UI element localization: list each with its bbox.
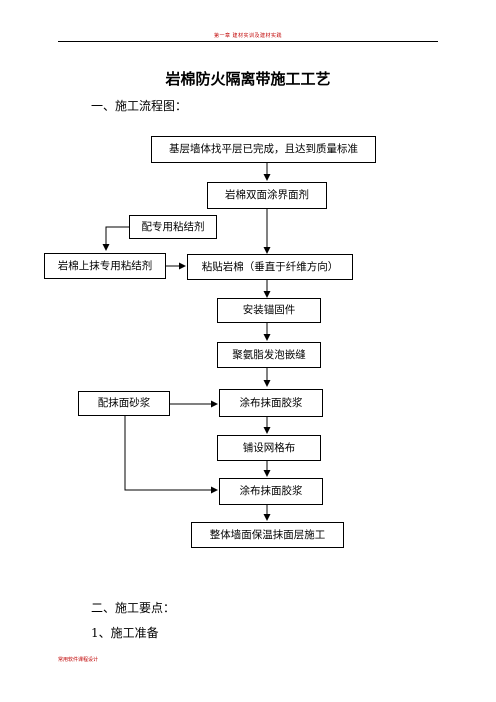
flow-box-apply-adhesive-rockwool: 岩棉上抹专用粘结剂 — [44, 253, 166, 279]
flow-box-coat-mortar-2: 涂布抹面胶浆 — [219, 478, 323, 505]
flow-box-install-anchors: 安装锚固件 — [217, 298, 321, 323]
flow-box-lay-mesh: 铺设网格布 — [217, 435, 321, 461]
arrow-mortar-to-coat2 — [124, 416, 218, 494]
page-header-text: 第一章 建材实训及建材实践 — [213, 33, 283, 39]
document-title: 岩棉防火隔离带施工工艺 — [165, 70, 331, 88]
subsection-heading-preparation: 1、施工准备 — [91, 626, 159, 640]
flow-box-prepare-adhesive: 配专用粘结剂 — [129, 215, 217, 239]
flow-box-final-insulation-coat: 整体墙面保温抹面层施工 — [191, 522, 344, 548]
section-heading-process-flow: 一、施工流程图： — [91, 99, 188, 113]
arrow-adhesive-prep-to-apply — [102, 226, 130, 251]
flow-box-coat-mortar-1: 涂布抹面胶浆 — [219, 389, 323, 417]
flow-box-base-wall-ready: 基层墙体找平层已完成，且达到质量标准 — [151, 136, 376, 163]
flow-box-prepare-mortar: 配抹面砂浆 — [78, 391, 170, 416]
flow-box-rockwool-primer: 岩棉双面涂界面剂 — [207, 182, 327, 209]
page-footer-text: 常用软件课程设计 — [58, 657, 99, 663]
flow-box-polyurethane-foam: 聚氨脂发泡嵌缝 — [217, 342, 321, 368]
flow-box-paste-rockwool: 粘贴岩棉（垂直于纤维方向） — [187, 254, 353, 280]
header-rule — [58, 41, 438, 42]
section-heading-key-points: 二、施工要点： — [91, 601, 176, 615]
